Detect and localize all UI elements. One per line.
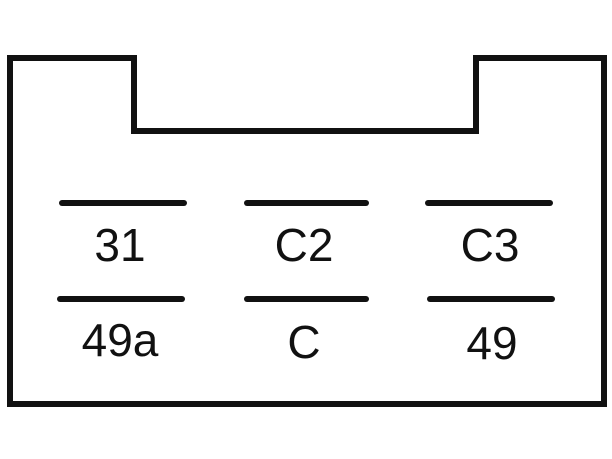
pin-label-49: 49: [466, 317, 517, 369]
connector-housing-outline: [7, 55, 607, 407]
pin-label-c: C: [287, 316, 320, 368]
pin-label-c2: C2: [275, 219, 334, 271]
pin-label-49a: 49a: [82, 314, 159, 366]
pin-label-31: 31: [94, 219, 145, 271]
pin-label-c3: C3: [461, 219, 520, 271]
